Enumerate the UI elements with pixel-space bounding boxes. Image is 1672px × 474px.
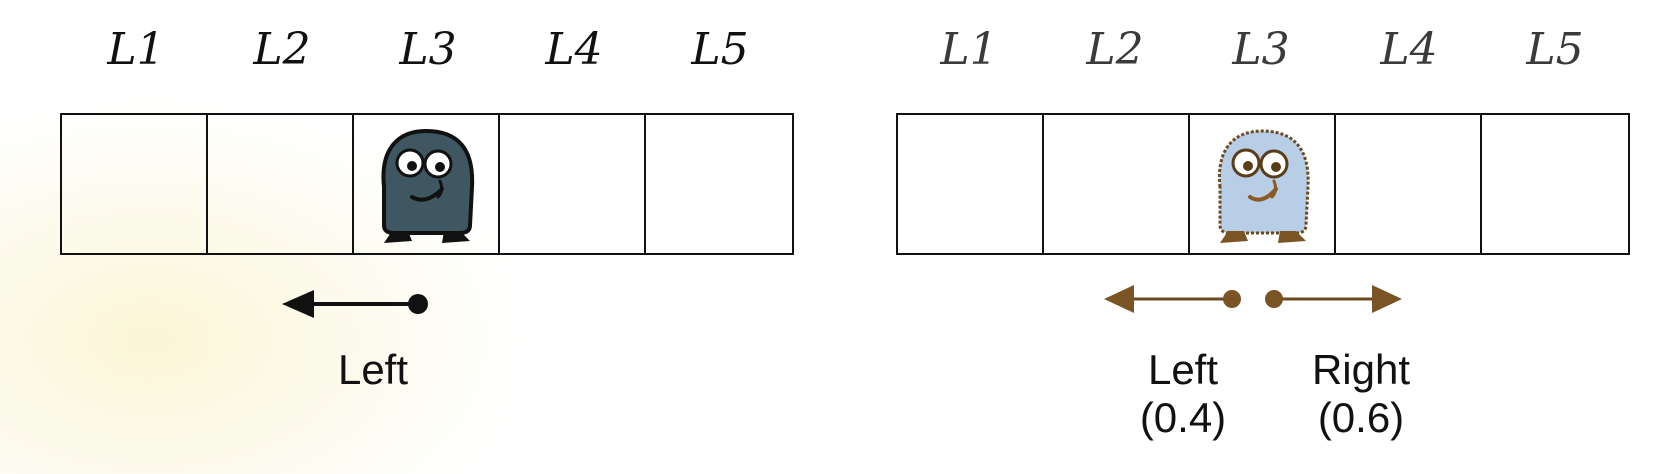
grid-cell-l2 (208, 115, 354, 253)
location-label-l5: L5 (691, 24, 749, 75)
action-name: Left (1147, 346, 1219, 393)
grid-cell-l5 (1482, 115, 1628, 253)
left-arrow-icon (1104, 285, 1241, 313)
location-label-l4: L4 (545, 24, 603, 75)
grid-cell-l4 (500, 115, 646, 253)
grid-cell-l4 (1336, 115, 1482, 253)
grid-cell-l3 (1190, 115, 1336, 253)
location-label-l5: L5 (1526, 24, 1584, 75)
grid-cell-l3 (354, 115, 500, 253)
location-label-l2: L2 (1086, 24, 1144, 75)
grid-cell-l5 (646, 115, 792, 253)
action-probability: (0.4) (1139, 394, 1227, 441)
agent-creature-icon (381, 128, 475, 243)
action-label-right: Right (0.6) (1296, 346, 1426, 442)
agent-creature-icon (1217, 129, 1310, 243)
location-label-l2: L2 (253, 24, 311, 75)
action-name: Right (1311, 346, 1411, 393)
panel-deterministic: L1 L2 L3 L4 L5 Left (0, 0, 820, 474)
action-label-left: Left (0.4) (1128, 346, 1238, 442)
location-label-l1: L1 (107, 24, 165, 75)
location-grid (60, 113, 794, 255)
location-label-l3: L3 (399, 24, 457, 75)
grid-cell-l2 (1044, 115, 1190, 253)
location-label-l3: L3 (1232, 24, 1290, 75)
left-arrow-icon (282, 290, 428, 318)
grid-cell-l1 (62, 115, 208, 253)
location-grid (896, 113, 1630, 255)
panel-stochastic: L1 L2 L3 L4 L5 (836, 0, 1672, 474)
location-label-l1: L1 (940, 24, 998, 75)
right-arrow-icon (1265, 285, 1402, 313)
action-label-left: Left (337, 346, 409, 393)
grid-cell-l1 (898, 115, 1044, 253)
action-probability: (0.6) (1317, 394, 1405, 441)
location-label-l4: L4 (1380, 24, 1438, 75)
